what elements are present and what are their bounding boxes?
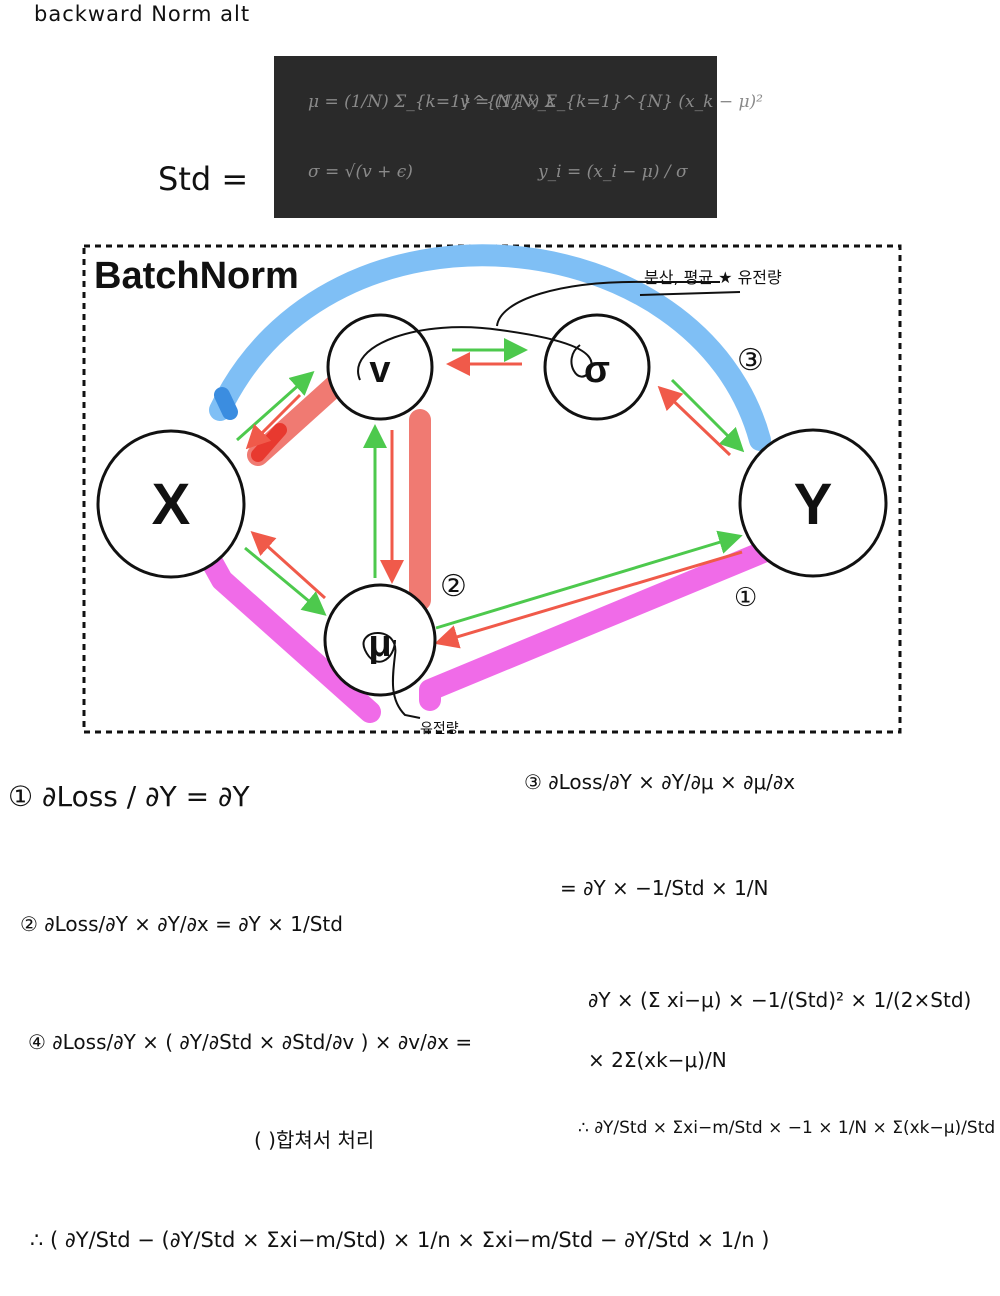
- formula-sigma: σ = √(v + ϵ): [308, 162, 413, 182]
- node-y: [738, 428, 888, 578]
- eq2: ② ∂Loss/∂Y × ∂Y/∂x = ∂Y × 1/Std: [20, 912, 343, 936]
- path1-highlight: [419, 534, 791, 711]
- path2-number: ②: [440, 569, 467, 604]
- std-label: Std =: [158, 160, 249, 198]
- mu-annotation-line: [362, 632, 421, 719]
- final-equation: ∴ ( ∂Y/Std − (∂Y/Std × Σxi−m/Std) × 1/n …: [30, 1228, 770, 1252]
- sigma-annotation-loop: [357, 326, 593, 381]
- node-y-label: Y: [794, 472, 833, 537]
- path3-number: ③: [737, 343, 764, 378]
- arrow-sigma-y-forward: [670, 378, 745, 453]
- eq1: ① ∂Loss / ∂Y = ∂Y: [8, 780, 250, 813]
- sigma-annotation-underline: [639, 291, 741, 296]
- arrow-v-x-backward: [245, 393, 302, 450]
- path3-highlight-tip: [214, 387, 238, 420]
- node-x-label: X: [152, 472, 191, 537]
- mu-note: 유전량: [420, 721, 459, 737]
- eq4a: ④ ∂Loss/∂Y × ( ∂Y/∂Std × ∂Std/∂v ) × ∂v/…: [28, 1030, 473, 1054]
- sigma-annotation-line: [496, 280, 720, 327]
- eq4d: ∴ ∂Y/Std × Σxi−m/Std × −1 × 1/N × Σ(xk−μ…: [578, 1118, 996, 1138]
- path1-number: ①: [734, 583, 757, 613]
- formula-box: μ = (1/N) Σ_{k=1}^{N} x_k v = (1/N) Σ_{k…: [274, 56, 763, 218]
- arrow-mu-y-forward: [435, 530, 743, 630]
- formula-y: y_i = (x_i − μ) / σ: [538, 162, 688, 182]
- node-v: [326, 313, 434, 421]
- eq4-note: ( )합쳐서 처리: [254, 1128, 375, 1152]
- node-mu: [323, 583, 437, 697]
- arrow-y-sigma-backward: [657, 385, 732, 457]
- formula-mu: μ = (1/N) Σ_{k=1}^{N} x_k: [308, 92, 557, 112]
- formula-v: v = (1/N) Σ_{k=1}^{N} (x_k − μ)²: [460, 92, 763, 112]
- node-sigma: [543, 313, 651, 421]
- path1-highlight-2: [201, 551, 381, 723]
- arrow-x-mu-forward: [244, 546, 327, 616]
- diagram-title: BatchNorm: [94, 255, 299, 297]
- page-title: backward Norm alt: [34, 2, 251, 26]
- batchnorm-diagram: X v σ Y μ ② ① ③ 분산, 평균 ★ 유전량 유전량: [82, 244, 902, 737]
- eq4b: ∂Y × (Σ xi−μ) × −1/(Std)² × 1/(2×Std): [588, 988, 972, 1012]
- eq3b: = ∂Y × −1/Std × 1/N: [560, 876, 769, 900]
- sigma-note: 분산, 평균 ★ 유전량: [644, 268, 782, 287]
- eq3a: ③ ∂Loss/∂Y × ∂Y/∂μ × ∂μ/∂x: [524, 770, 796, 794]
- arrow-y-mu-backward: [434, 550, 743, 649]
- path3-highlight: [209, 244, 771, 451]
- eq4c: × 2Σ(xk−μ)/N: [588, 1048, 727, 1072]
- arrow-mu-x-backward: [250, 530, 327, 600]
- node-v-label: v: [369, 349, 390, 391]
- node-x: [96, 429, 246, 579]
